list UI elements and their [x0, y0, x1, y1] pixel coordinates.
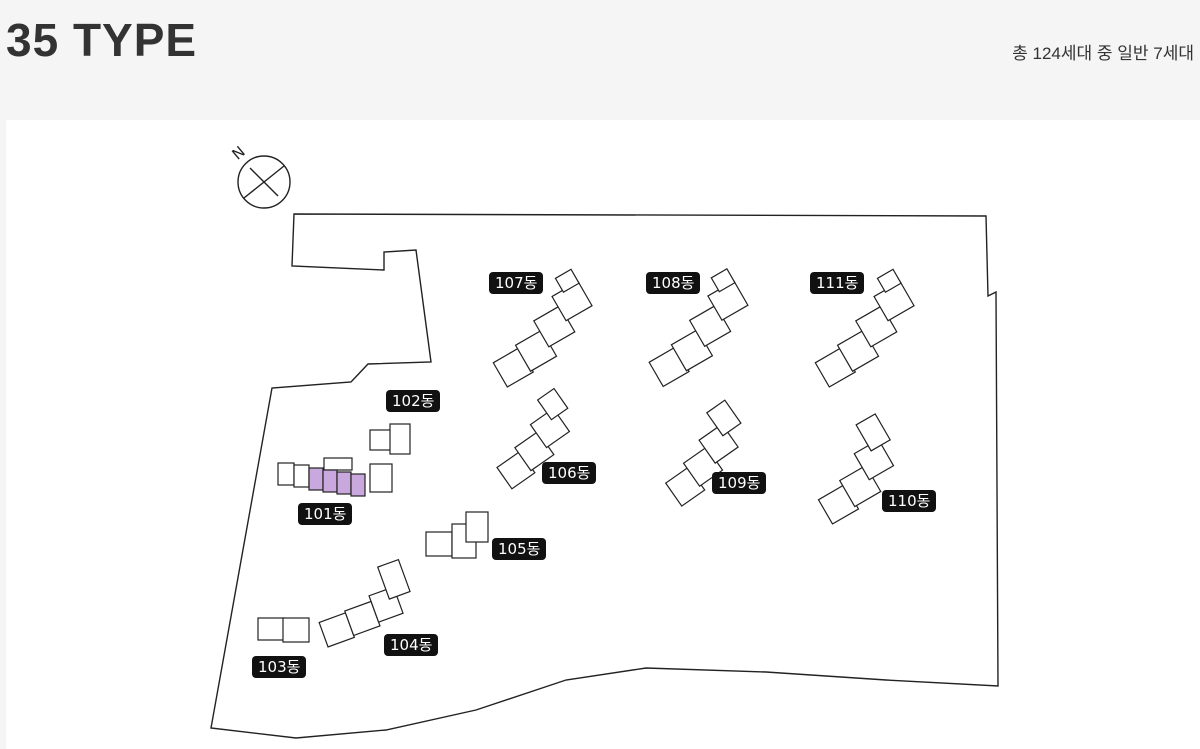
building-label-110[interactable]: 110동 — [882, 490, 937, 512]
building-label-111[interactable]: 111동 — [810, 272, 865, 294]
building-107-footprint — [492, 268, 593, 388]
building-103-footprint — [257, 617, 310, 643]
building-label-103[interactable]: 103동 — [252, 656, 307, 678]
site-map-drawing — [210, 155, 999, 739]
building-102-footprint — [369, 423, 411, 455]
site-map: N 107동 108동 111동 102동 106동 109동 110동 101… — [6, 120, 1200, 749]
page-title: 35 TYPE — [6, 14, 198, 66]
building-101-highlight-units — [308, 467, 366, 497]
building-label-107[interactable]: 107동 — [489, 272, 544, 294]
building-label-105[interactable]: 105동 — [492, 538, 547, 560]
building-101-footprint — [277, 457, 393, 493]
building-106-footprint — [496, 387, 571, 490]
building-105-footprint — [425, 511, 489, 559]
unit-summary: 총 124세대 중 일반 7세대 — [1012, 44, 1194, 63]
site-boundary — [210, 213, 999, 739]
building-104-footprint — [318, 558, 411, 648]
building-110-footprint — [817, 413, 895, 525]
building-108-footprint — [648, 268, 749, 388]
building-111-footprint — [814, 268, 915, 388]
building-label-109[interactable]: 109동 — [712, 472, 767, 494]
building-label-104[interactable]: 104동 — [384, 634, 439, 656]
building-label-102[interactable]: 102동 — [386, 390, 441, 412]
building-label-106[interactable]: 106동 — [542, 462, 597, 484]
building-label-108[interactable]: 108동 — [646, 272, 701, 294]
compass-icon — [237, 155, 291, 209]
building-label-101[interactable]: 101동 — [298, 503, 353, 525]
